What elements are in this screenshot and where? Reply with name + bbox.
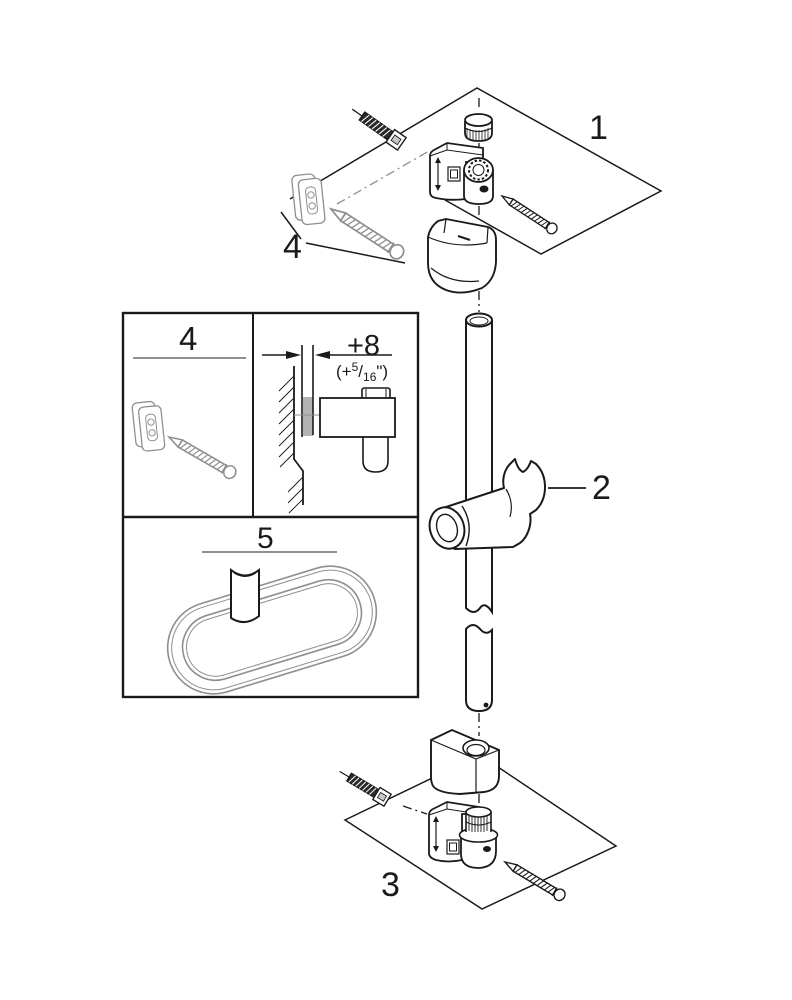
inset-cell-wall-plug: 4 bbox=[131, 320, 246, 482]
rail-tube-lower bbox=[465, 624, 493, 713]
lower-cover-block bbox=[430, 728, 500, 795]
plug-screw bbox=[326, 202, 408, 263]
base-ring bbox=[166, 565, 378, 695]
inset-cell-offset: +8 (+5/16") bbox=[262, 330, 396, 514]
plane-outline-top bbox=[289, 87, 663, 255]
lower-grub-pin bbox=[335, 764, 392, 807]
upper-cover-shell bbox=[427, 218, 497, 294]
wall-plug bbox=[290, 172, 327, 227]
spacer-plate bbox=[294, 345, 320, 437]
inset-wall-plug bbox=[131, 399, 166, 453]
upper-bracket bbox=[429, 142, 494, 205]
callout-3: 3 bbox=[381, 866, 400, 904]
bracket-side-view bbox=[319, 387, 396, 473]
upper-grub-pin bbox=[347, 102, 407, 151]
upper-mount-screw bbox=[498, 190, 560, 237]
inset-panel: 4 +8 (+5/16") bbox=[121, 311, 420, 699]
dimension-arrows bbox=[262, 351, 392, 359]
inset-cell-base: 5 bbox=[166, 522, 378, 695]
callout-2: 2 bbox=[592, 469, 611, 507]
dimension-metric: +8 bbox=[347, 330, 380, 362]
base-tube-stub bbox=[230, 567, 260, 623]
wall-section-hatch bbox=[278, 366, 304, 514]
inset-label-4: 4 bbox=[179, 320, 197, 357]
callout-1: 1 bbox=[589, 109, 608, 147]
plane-leader-wall-plug bbox=[280, 211, 406, 264]
cap bbox=[464, 113, 493, 142]
callout-4: 4 bbox=[283, 228, 302, 266]
inset-label-5: 5 bbox=[257, 522, 274, 555]
dimension-imperial: (+5/16") bbox=[336, 360, 388, 384]
rail-tube-upper bbox=[465, 312, 493, 616]
lower-bracket bbox=[428, 801, 499, 869]
wall-plug-and-screw bbox=[290, 172, 408, 263]
glide-element bbox=[428, 458, 546, 550]
